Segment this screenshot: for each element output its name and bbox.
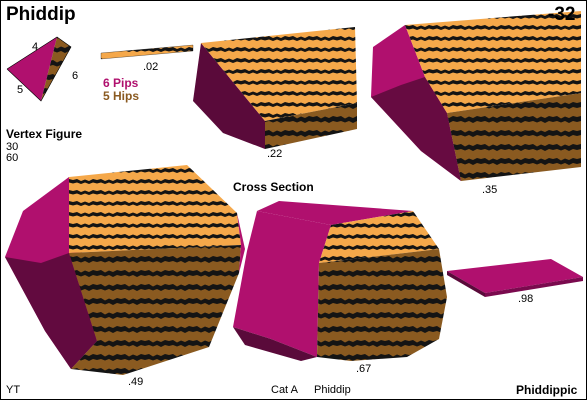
hip-front-face bbox=[69, 245, 241, 375]
footer-family: Phiddippic bbox=[516, 383, 578, 397]
cross-section-35 bbox=[371, 11, 581, 181]
pip-face bbox=[193, 43, 265, 149]
footer-category: Cat A bbox=[271, 384, 298, 396]
vertex-figure-outline bbox=[6, 36, 72, 102]
cross-section-title: Cross Section bbox=[233, 180, 314, 194]
hip-top-face bbox=[405, 11, 581, 113]
pip-face-shade bbox=[5, 253, 97, 369]
stage-label-67: .67 bbox=[356, 363, 372, 375]
cross-section-49 bbox=[5, 165, 245, 375]
cross-section-98 bbox=[447, 259, 583, 297]
pip-bottom-face bbox=[233, 327, 317, 361]
hip-top-face bbox=[201, 27, 357, 121]
vertex-figure-value-30: 30 bbox=[6, 141, 19, 153]
pip-right-face bbox=[237, 213, 245, 273]
vertex-figure-pip-face bbox=[7, 37, 57, 101]
pip-left-face bbox=[233, 211, 331, 357]
vertex-figure-label: Vertex Figure bbox=[6, 127, 83, 141]
hip-front-face bbox=[447, 93, 581, 181]
stage-label-49: .49 bbox=[128, 376, 144, 388]
hip-front-face bbox=[317, 249, 447, 361]
legend-hips: 5 Hips bbox=[103, 89, 140, 103]
cross-section-22 bbox=[193, 27, 357, 149]
stage-label-02: .02 bbox=[143, 61, 159, 73]
cross-section-67 bbox=[233, 201, 447, 361]
polytope-number: -32 bbox=[548, 4, 576, 25]
stage-label-35: .35 bbox=[482, 184, 498, 196]
vertex-figure-hip-face bbox=[41, 37, 71, 101]
hip-top-face bbox=[69, 165, 241, 253]
footer-author: YT bbox=[6, 384, 21, 396]
vertex-figure-value-60: 60 bbox=[6, 152, 19, 164]
cross-section-02 bbox=[100, 44, 194, 60]
pip-top-face bbox=[257, 201, 413, 225]
pip-face-shade bbox=[371, 77, 461, 181]
hip-top-face bbox=[319, 211, 439, 263]
stage-label-22: .22 bbox=[267, 148, 283, 160]
page-title: Phiddip bbox=[6, 4, 76, 25]
hip-front-face bbox=[265, 103, 357, 149]
vertex-figure bbox=[6, 36, 72, 102]
footer-name: Phiddip bbox=[314, 384, 351, 396]
legend-pips: 6 Pips bbox=[103, 76, 139, 90]
vertex-edge-label-6: 6 bbox=[72, 70, 79, 82]
vertex-edge-label-4: 4 bbox=[32, 41, 39, 53]
vertex-edge-label-5: 5 bbox=[17, 84, 24, 96]
stage-label-98: .98 bbox=[518, 293, 534, 305]
